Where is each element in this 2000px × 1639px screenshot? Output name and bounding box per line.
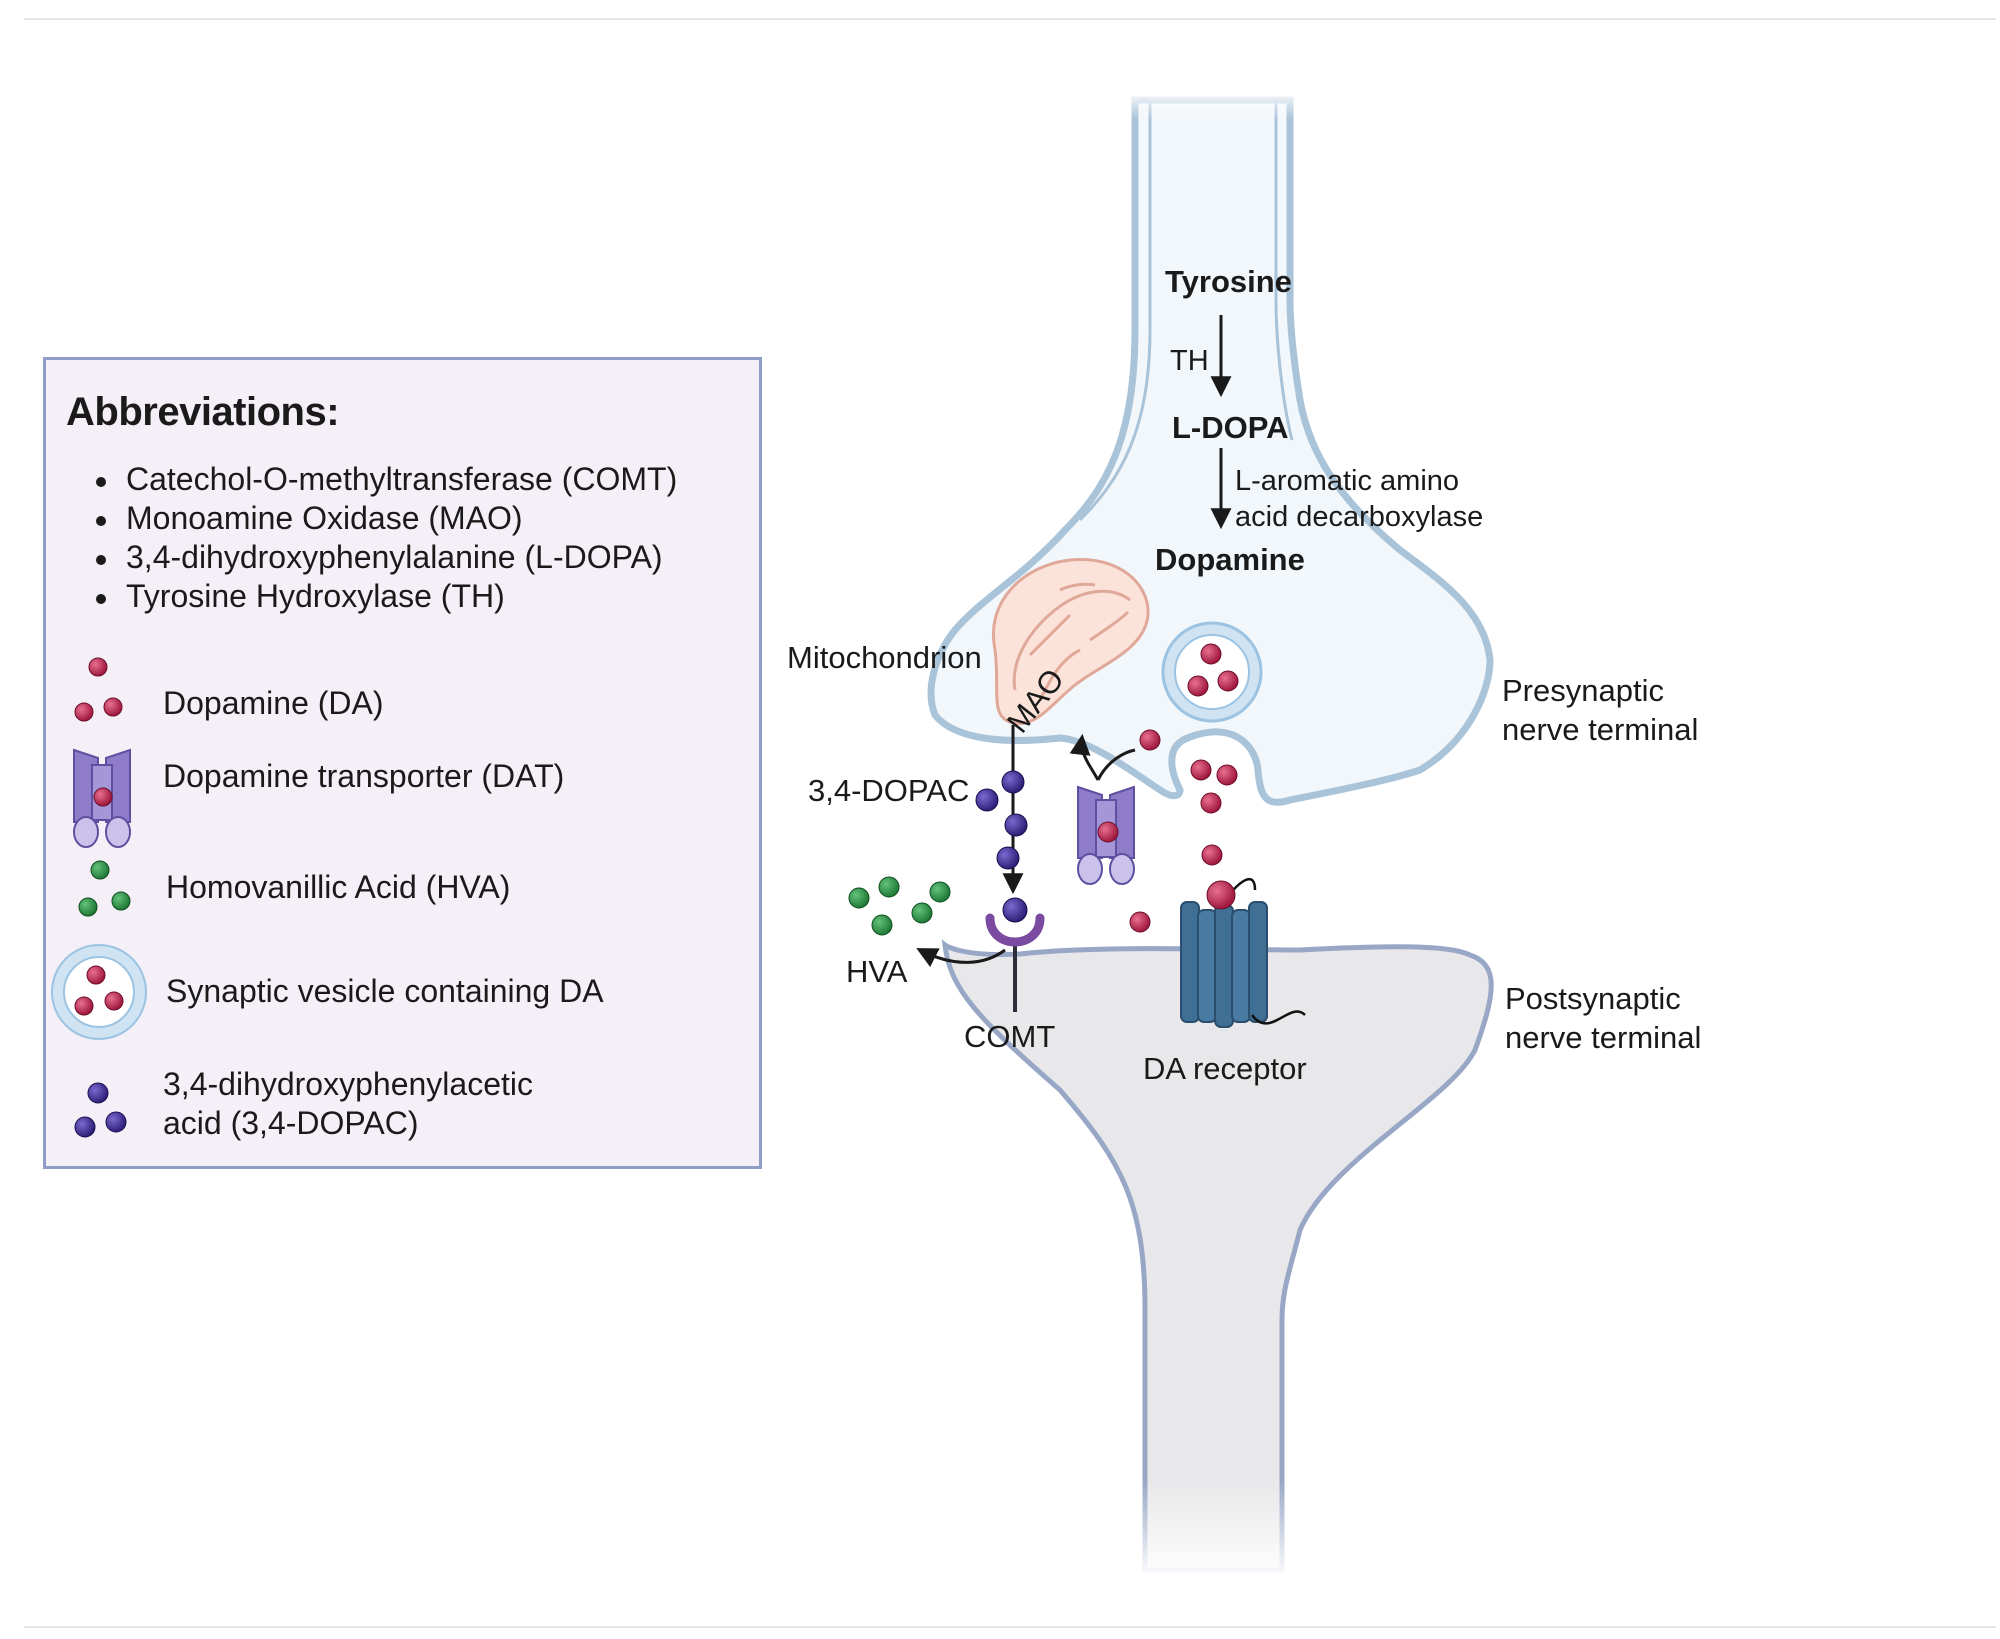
mitochondrion-label: Mitochondrion (787, 640, 982, 675)
legend-vesicle-icon (51, 944, 147, 1040)
dopac-label: 3,4-DOPAC (808, 773, 969, 808)
postsynaptic-terminal (941, 939, 1494, 1573)
postsynaptic-label-line2: nerve terminal (1505, 1020, 1701, 1055)
legend-title: Abbreviations: (66, 390, 340, 434)
enzyme-label-line1: L-aromatic amino (1235, 465, 1459, 497)
hva-molecules (848, 876, 951, 936)
postsynaptic-label-line1: Postsynaptic (1505, 981, 1681, 1016)
dopamine-label: Dopamine (1155, 542, 1305, 577)
legend-dopac-icon (74, 1082, 127, 1138)
reuptake-arrow (1069, 733, 1100, 781)
comt-enzyme (985, 897, 1045, 1012)
abbreviations-legend: Abbreviations: Catechol-O-methyltransfer… (43, 357, 762, 1169)
legend-bullet-comt: Catechol-O-methyltransferase (COMT) (95, 461, 678, 497)
da-receptor (1180, 877, 1306, 1028)
bottom-border-line (24, 1626, 1996, 1628)
legend-label-dopac-line2: acid (3,4-DOPAC) (163, 1105, 419, 1141)
ldopa-label: L-DOPA (1172, 410, 1289, 445)
legend-bullet-th: Tyrosine Hydroxylase (TH) (95, 577, 677, 616)
legend-dopamine-icon (74, 657, 123, 722)
presynaptic-label-line1: Presynaptic (1502, 673, 1664, 708)
legend-label-vesicle: Synaptic vesicle containing DA (166, 973, 604, 1009)
legend-bullet-mao: Monoamine Oxidase (MAO) (95, 499, 677, 538)
comt-label: COMT (964, 1019, 1055, 1054)
mitochondrion (992, 557, 1150, 725)
legend-icons (51, 657, 147, 1138)
presynaptic-label-line2: nerve terminal (1502, 712, 1698, 747)
top-border-line (24, 18, 1996, 20)
legend-label-transporter: Dopamine transporter (DAT) (163, 758, 565, 794)
legend-label-dopac-line1: 3,4-dihydroxyphenylacetic (163, 1066, 533, 1102)
legend-abbreviation-list: Catechol-O-methyltransferase (COMT) Mono… (95, 460, 678, 616)
synaptic-vesicle (1161, 621, 1263, 723)
legend-bullet-ldopa: 3,4-dihydroxyphenylalanine (L-DOPA) (95, 538, 677, 577)
tyrosine-label: Tyrosine (1165, 264, 1292, 299)
enzyme-label-line2: acid decarboxylase (1235, 501, 1483, 533)
free-dopamine-molecules (1129, 729, 1238, 933)
th-label: TH (1170, 345, 1209, 377)
hva-conversion-arrow (916, 948, 1006, 968)
da-receptor-label: DA receptor (1143, 1051, 1307, 1086)
dopac-molecules (975, 770, 1028, 870)
dopamine-transporter (1077, 785, 1135, 885)
hva-label: HVA (846, 954, 908, 989)
legend-label-hva: Homovanillic Acid (HVA) (166, 869, 511, 905)
legend-hva-icon (78, 860, 131, 917)
legend-transporter-icon (73, 748, 131, 848)
legend-label-dopamine: Dopamine (DA) (163, 685, 384, 721)
